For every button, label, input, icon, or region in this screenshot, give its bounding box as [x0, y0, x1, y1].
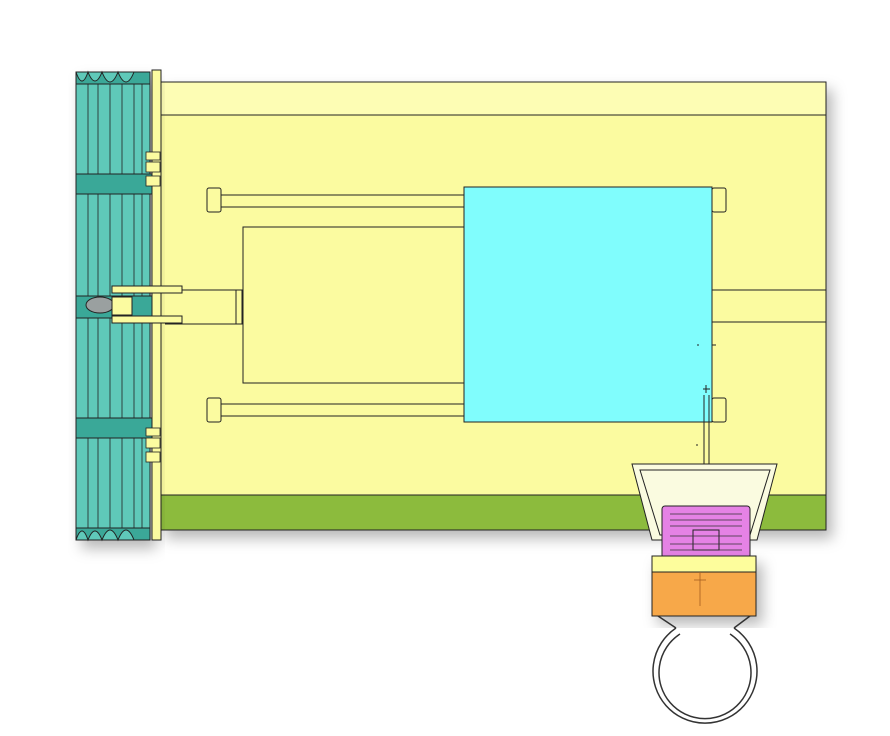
hub-nut [111, 296, 133, 316]
clamp-ring-inner [658, 633, 752, 720]
bracket-bottom-2 [145, 437, 161, 449]
hub-bolt [85, 296, 115, 314]
clamp-arm-right [733, 615, 751, 629]
bracket-top-2 [145, 161, 161, 173]
motor-body [651, 571, 757, 617]
coil-spool [661, 505, 751, 559]
guide-rod-bottom [206, 397, 727, 423]
rod-top-shaft [219, 194, 465, 208]
spindle-arm-top [111, 285, 183, 294]
bracket-bottom-3 [145, 451, 161, 463]
motor-lid [651, 555, 757, 573]
rod-bottom-left-end [206, 397, 222, 423]
bracket-top-3 [145, 175, 161, 187]
rod-bottom-right-end [711, 397, 727, 423]
wheel-mount-plate [151, 69, 162, 541]
wheel-clamp-top [75, 173, 157, 195]
coil-core [692, 529, 720, 551]
spindle-arm-bottom [111, 315, 183, 324]
rod-bottom-shaft [219, 403, 465, 417]
clamp-ring-outer [652, 627, 758, 724]
clamp-arm-left [657, 615, 677, 629]
motor-box [651, 555, 757, 617]
mount-brackets [145, 151, 161, 463]
coil-windings [670, 513, 742, 551]
wheel-groove-top [75, 70, 151, 85]
wheel-clamp-bottom [75, 417, 157, 439]
rod-top-left-end [206, 187, 222, 213]
blade-block [463, 186, 713, 423]
clamp-ring [652, 615, 758, 724]
rod-top-right-end [711, 187, 727, 213]
block-marks [697, 344, 716, 393]
wheel-groove-bottom [75, 527, 151, 542]
motor-markings [694, 572, 706, 606]
hub-spindle [85, 285, 183, 324]
inner-frame-inset [235, 289, 243, 325]
body-top-band [159, 81, 827, 116]
bracket-bottom-1 [145, 427, 161, 437]
bracket-top-1 [145, 151, 161, 161]
